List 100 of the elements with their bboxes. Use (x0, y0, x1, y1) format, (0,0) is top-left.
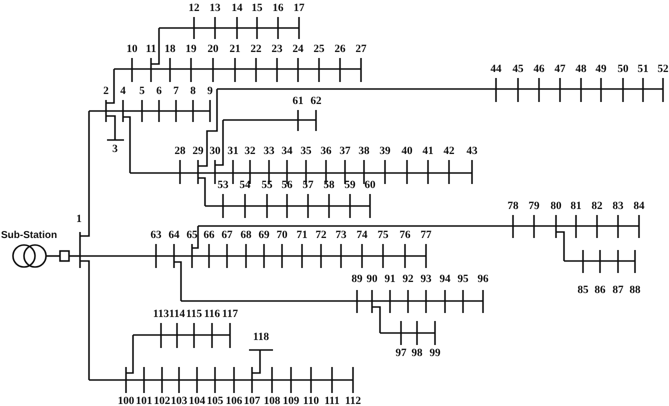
bus-number: 50 (618, 64, 628, 75)
bus-number: 80 (550, 201, 562, 212)
bus-number: 76 (400, 230, 410, 241)
bus-number: 99 (430, 348, 440, 359)
substation-label: Sub-Station (1, 230, 58, 241)
bus-number: 3 (112, 144, 118, 155)
bus-number: 87 (612, 285, 624, 296)
bus-number: 35 (300, 146, 312, 157)
bus-number: 13 (210, 3, 220, 14)
bus-number: 17 (294, 3, 304, 14)
bus-number: 7 (173, 86, 179, 97)
bus-number: 77 (420, 230, 432, 241)
bus-number: 88 (630, 285, 640, 296)
bus-number: 48 (576, 64, 586, 75)
bus-number: 30 (210, 146, 220, 157)
bus-number: 75 (378, 230, 388, 241)
bus-number: 61 (292, 96, 304, 107)
bus-number: 97 (396, 348, 406, 359)
bus-number: 2 (103, 86, 109, 97)
bus-number: 116 (204, 309, 220, 320)
bus-number: 58 (324, 180, 334, 191)
bus-number: 111 (324, 396, 340, 406)
bus-number: 26 (334, 44, 346, 55)
bus-number: 32 (244, 146, 256, 157)
bus-number: 34 (282, 146, 292, 157)
bus-number: 65 (186, 230, 198, 241)
bus-number: 41 (422, 146, 434, 157)
bus-number: 117 (222, 309, 238, 320)
bus-number: 14 (232, 3, 242, 14)
bus-number: 33 (264, 146, 274, 157)
bus-number: 101 (136, 396, 152, 406)
bus-number: 44 (490, 64, 502, 75)
bus-number: 9 (207, 86, 213, 97)
bus-number: 94 (440, 274, 450, 285)
bus-number: 81 (570, 201, 582, 212)
bus-number: 36 (320, 146, 332, 157)
bus-number: 64 (168, 230, 180, 241)
bus-number: 60 (364, 180, 376, 191)
bus-number: 28 (174, 146, 186, 157)
bus-number: 86 (594, 285, 606, 296)
bus-number: 78 (508, 201, 518, 212)
bus-number: 105 (206, 396, 224, 406)
bus-number: 66 (204, 230, 214, 241)
bus-number: 21 (230, 44, 240, 55)
bus-number: 43 (466, 146, 478, 157)
bus-number: 23 (272, 44, 282, 55)
bus-number: 85 (578, 285, 588, 296)
bus-number: 113 (153, 309, 169, 320)
bus-number: 118 (253, 332, 269, 343)
bus-number: 5 (139, 86, 145, 97)
bus-number: 108 (264, 396, 280, 406)
bus-number: 71 (296, 230, 308, 241)
bus-number: 10 (126, 44, 138, 55)
bus-number: 114 (169, 309, 185, 320)
bus-number: 16 (272, 3, 284, 14)
bus-number: 89 (352, 274, 362, 285)
bus-number: 74 (356, 230, 368, 241)
bus-number: 115 (186, 309, 202, 320)
bus-number: 90 (366, 274, 378, 285)
bus-number: 112 (345, 396, 361, 406)
bus-number: 45 (512, 64, 524, 75)
bus-number: 79 (528, 201, 540, 212)
bus-number: 49 (596, 64, 606, 75)
bus-number: 106 (226, 396, 242, 406)
bus-number: 109 (282, 396, 300, 406)
bus-number: 67 (222, 230, 232, 241)
bus-number: 54 (240, 180, 250, 191)
bus-number: 56 (282, 180, 292, 191)
bus-number: 27 (356, 44, 366, 55)
bus-number: 53 (218, 180, 228, 191)
bus-number: 4 (120, 86, 126, 97)
bus-number: 8 (190, 86, 196, 97)
bus-number: 40 (402, 146, 412, 157)
bus-number: 72 (316, 230, 326, 241)
bus-number: 24 (292, 44, 304, 55)
bus-number: 46 (534, 64, 544, 75)
bus-number: 103 (170, 396, 188, 406)
bus-number: 82 (592, 201, 602, 212)
bus-number: 12 (188, 3, 200, 14)
bus-number: 91 (384, 274, 396, 285)
bus-number: 92 (402, 274, 414, 285)
bus-number: 38 (358, 146, 370, 157)
bus-number: 25 (314, 44, 324, 55)
bus-number: 57 (302, 180, 314, 191)
bus-number: 55 (262, 180, 272, 191)
bus-number: 70 (276, 230, 288, 241)
bus-number: 1 (76, 214, 82, 225)
bus-number: 63 (150, 230, 162, 241)
bus-number: 47 (554, 64, 566, 75)
bus-number: 62 (310, 96, 322, 107)
bus-number: 107 (244, 396, 260, 406)
bus-number: 11 (146, 44, 156, 55)
bus-number: 104 (188, 396, 206, 406)
bus-number: 69 (258, 230, 270, 241)
bus-number: 39 (380, 146, 390, 157)
bus-number: 102 (154, 396, 170, 406)
bus-number: 93 (420, 274, 432, 285)
bus-number: 42 (444, 146, 454, 157)
bus-number: 68 (240, 230, 252, 241)
bus-number: 59 (344, 180, 356, 191)
